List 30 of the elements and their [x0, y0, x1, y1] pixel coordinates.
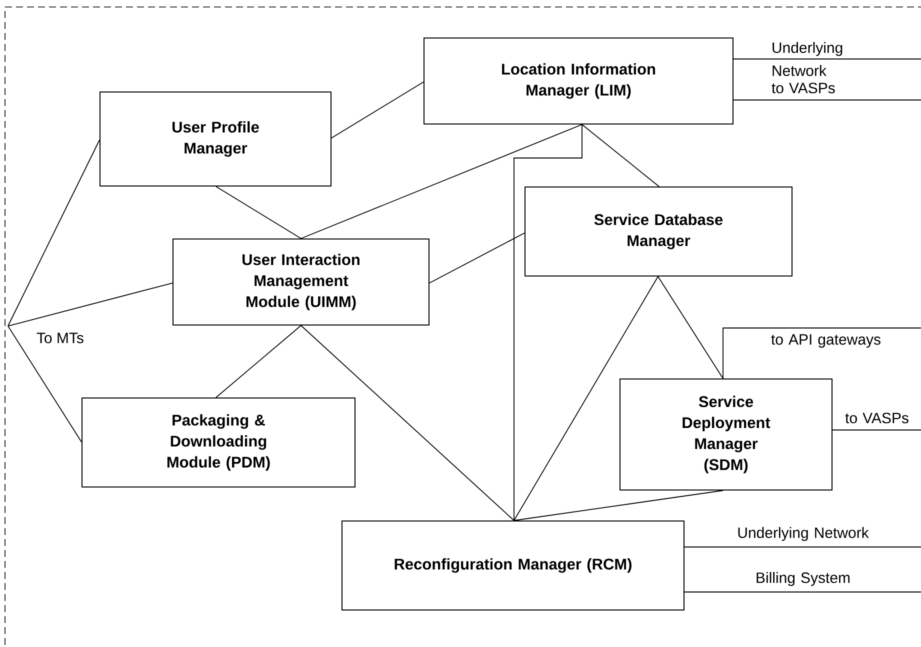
connector-line [514, 490, 724, 521]
process-box: Location Information Manager (LIM) [424, 38, 734, 124]
connector-line [582, 124, 660, 187]
edge-label: Billing System [756, 572, 850, 586]
process-box: Service Deployment Manager (SDM) [620, 378, 832, 490]
connector-line [216, 325, 302, 398]
connector-line [429, 232, 525, 284]
connector-line [733, 58, 921, 60]
connector-line [514, 124, 582, 521]
connector-line [216, 186, 302, 239]
edge-label: to API gateways [771, 334, 880, 348]
process-box: User Interaction Management Module (UIMM) [172, 238, 430, 326]
connector-line [8, 282, 173, 326]
connector-line [300, 325, 514, 521]
connector-line [331, 82, 424, 138]
connector-line [514, 276, 658, 521]
process-box: Service Database Manager [524, 186, 792, 276]
connector-line [658, 276, 724, 379]
edge-label: Underlying Network [738, 527, 869, 541]
connector-line [684, 546, 921, 548]
process-box: Packaging & Downloading Module (PDM) [82, 398, 356, 488]
connector-line [722, 328, 921, 379]
node-label: To MTs [36, 332, 84, 344]
edge-label: to VASPs [772, 82, 835, 94]
connector-line [8, 140, 100, 326]
process-box: Reconfiguration Manager (RCM) [342, 520, 684, 610]
connector-line [8, 326, 82, 442]
edge-label: to VASPs [845, 412, 908, 424]
connector-line [300, 124, 582, 239]
process-box: User Profile Manager [100, 92, 332, 186]
